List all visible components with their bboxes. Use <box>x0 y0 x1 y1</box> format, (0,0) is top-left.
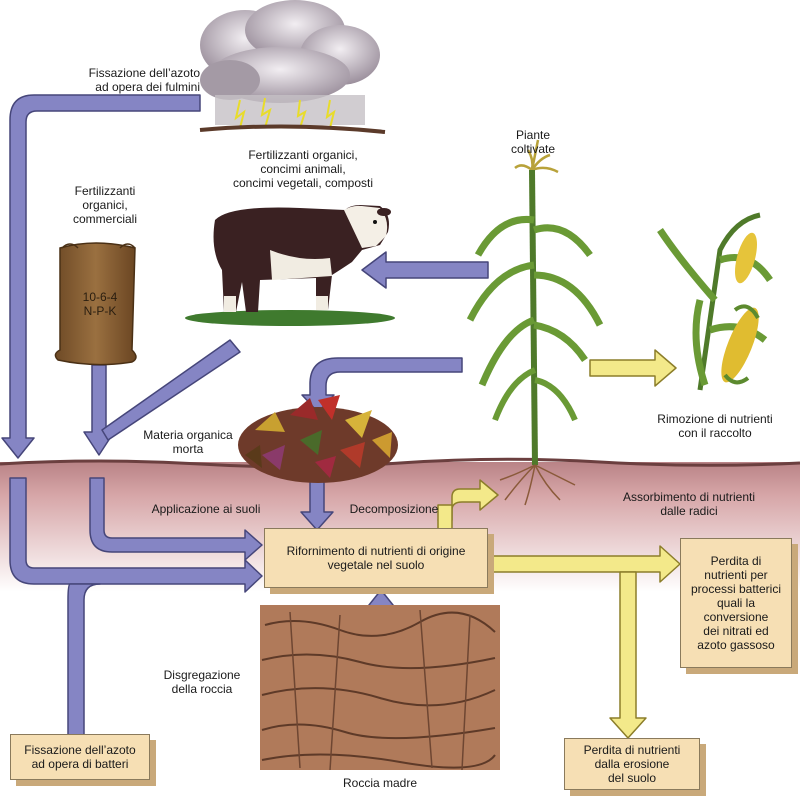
blue-arrows <box>1 94 489 736</box>
arrow-to-harvest <box>589 349 677 387</box>
arrow-decomposition-down <box>300 477 334 531</box>
soil-surface-line <box>0 457 800 469</box>
corn-plant <box>466 139 604 506</box>
arrow-bacteria-stem <box>67 583 101 736</box>
label-fertilizer-organic: Fertilizzanti organici, concimi animali,… <box>232 148 374 190</box>
box-bacterial-loss: Perdita di nutrienti per processi batter… <box>680 538 792 668</box>
leaf-pile <box>238 395 398 483</box>
yellow-arrows <box>437 349 681 739</box>
label-crop-plants: Piante coltivate <box>510 128 556 156</box>
box-soil-nutrient-supply: Rifornimento di nutrienti di origine veg… <box>264 528 488 588</box>
parent-rock <box>260 605 500 771</box>
arrow-bag-to-soil <box>83 364 115 456</box>
label-dead-organic-matter: Materia organica morta <box>143 428 233 456</box>
box-erosion-loss: Perdita di nutrienti dalla erosione del … <box>564 738 700 790</box>
arrow-to-erosion <box>609 571 647 739</box>
arrow-to-bacterial-loss <box>489 545 681 583</box>
arrow-box-to-roots <box>437 479 499 521</box>
arrow-left-pipe-to-box <box>9 477 263 593</box>
arrow-application-to-box <box>89 477 263 561</box>
label-soil-application: Applicazione ai suoli <box>151 502 261 516</box>
cow-illustration <box>185 205 395 326</box>
fertilizer-bag <box>54 242 137 366</box>
arrow-lightning-to-soil <box>1 94 201 459</box>
label-lightning-fixation: Fissazione dell’azoto ad opera dei fulmi… <box>88 66 200 94</box>
label-parent-rock: Roccia madre <box>342 776 418 790</box>
label-rock-weathering: Disgregazione della roccia <box>163 668 241 696</box>
label-fertilizer-commercial: Fertilizzanti organici, commerciali <box>72 184 137 226</box>
arrow-plant-to-cow <box>361 251 489 289</box>
storm-cloud <box>199 0 386 134</box>
box-bacterial-fixation: Fissazione dell’azoto ad opera di batter… <box>10 734 150 780</box>
bag-npk-label: 10-6-4 N-P-K <box>82 290 118 318</box>
harvested-corn <box>657 212 773 391</box>
arrow-cow-to-soil <box>101 339 241 441</box>
label-decomposition: Decomposizione <box>349 502 439 516</box>
label-root-absorption: Assorbimento di nutrienti dalle radici <box>622 490 756 518</box>
label-harvest-removal: Rimozione di nutrienti con il raccolto <box>657 412 773 440</box>
